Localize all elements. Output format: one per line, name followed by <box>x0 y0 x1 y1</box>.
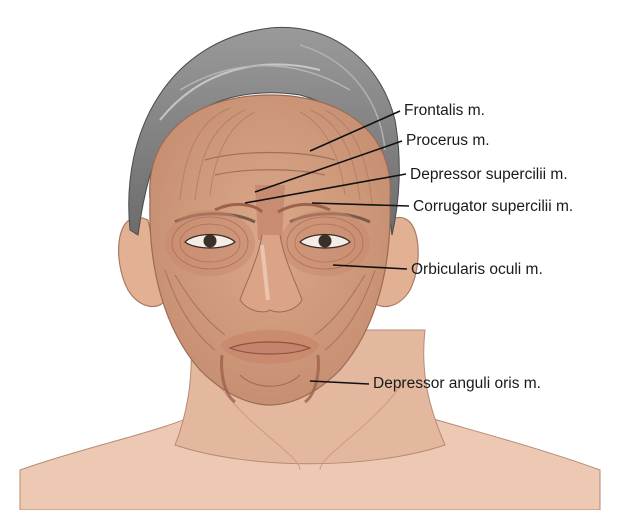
label-corrugator-supercilii: Corrugator supercilii m. <box>413 199 573 215</box>
label-orbicularis-oculi: Orbicularis oculi m. <box>411 262 543 278</box>
procerus-muscle <box>255 185 285 240</box>
label-procerus: Procerus m. <box>406 133 490 149</box>
label-depressor-supercilii: Depressor supercilii m. <box>410 167 568 183</box>
label-depressor-anguli-oris: Depressor anguli oris m. <box>373 376 541 392</box>
label-frontalis: Frontalis m. <box>404 103 485 119</box>
